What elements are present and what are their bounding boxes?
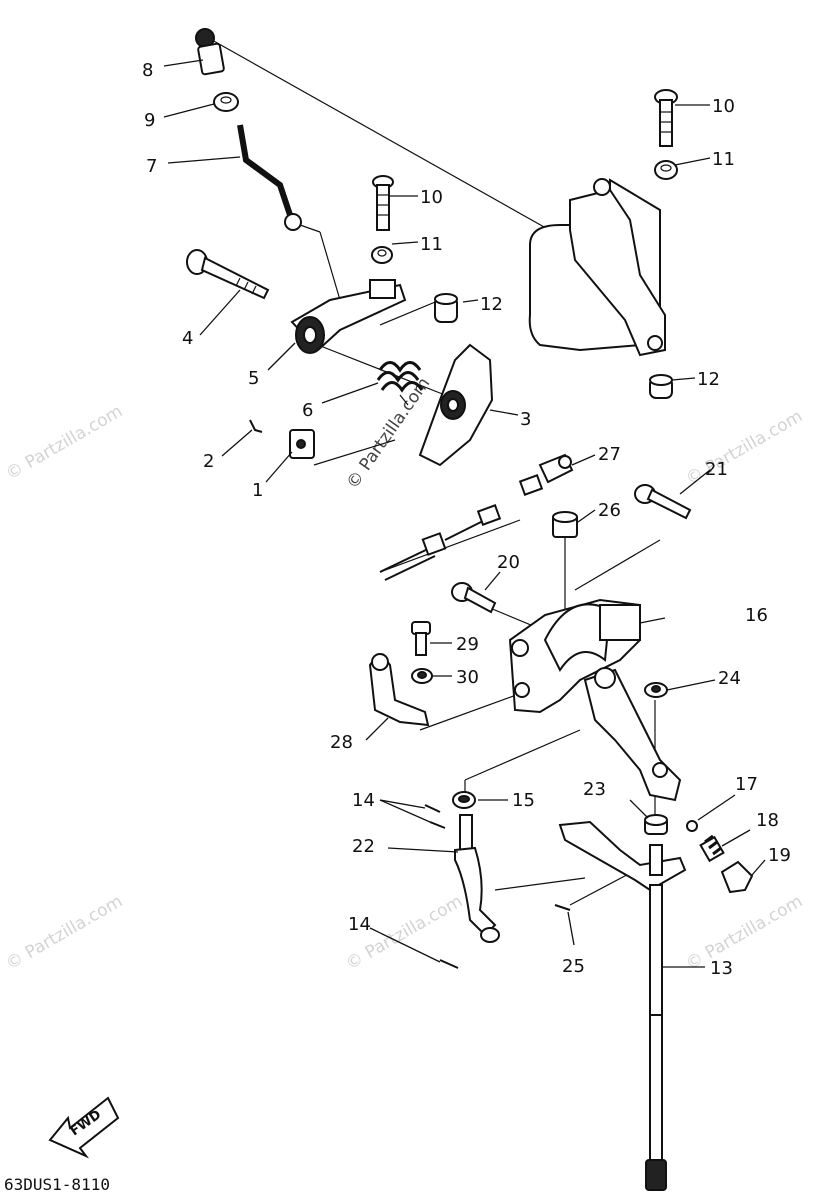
part-30-washer xyxy=(411,668,433,684)
label-12-right: 12 xyxy=(697,369,720,390)
part-28-clip xyxy=(368,653,430,727)
part-9-nut xyxy=(213,92,239,112)
fwd-arrow-icon: FWD xyxy=(48,1096,120,1159)
assembly-lines xyxy=(211,39,661,906)
label-2: 2 xyxy=(203,451,214,472)
part-17-ball xyxy=(686,820,698,832)
label-25: 25 xyxy=(562,956,585,977)
label-7: 7 xyxy=(146,156,157,177)
part-7-rod xyxy=(237,124,303,231)
label-13: 13 xyxy=(710,958,733,979)
label-29: 29 xyxy=(456,634,479,655)
label-15: 15 xyxy=(512,790,535,811)
bracket-assembly xyxy=(528,178,666,357)
part-11-nut-right xyxy=(654,160,678,180)
part-26-collar xyxy=(552,511,578,538)
part-13-shift-rod xyxy=(558,820,687,1191)
part-10-bolt-right xyxy=(654,89,678,147)
part-23-bushing xyxy=(644,814,668,835)
watermark-text: © Partzilla.com xyxy=(343,374,435,493)
part-12-bushing-left xyxy=(434,293,458,323)
part-24-washer xyxy=(644,682,668,698)
label-5: 5 xyxy=(248,368,259,389)
label-leaders xyxy=(163,59,766,968)
part-2-pin xyxy=(249,419,263,433)
label-11-right: 11 xyxy=(712,149,735,170)
label-10-left: 10 xyxy=(420,187,443,208)
part-1-block xyxy=(289,429,315,459)
label-23: 23 xyxy=(583,779,606,800)
label-14-top: 14 xyxy=(352,790,375,811)
watermark-text: © Partzilla.com xyxy=(3,891,127,974)
part-14-pins xyxy=(424,804,459,969)
label-27: 27 xyxy=(598,444,621,465)
part-19-plug xyxy=(720,860,754,894)
part-12-bushing-right xyxy=(649,374,673,399)
part-29-bolt xyxy=(411,621,431,656)
part-6-spring xyxy=(376,361,424,406)
watermark-text: © Partzilla.com xyxy=(683,891,807,974)
label-16: 16 xyxy=(745,605,768,626)
part-20-bolt xyxy=(451,582,497,614)
part-11-nut-left xyxy=(371,246,393,264)
label-14-bottom: 14 xyxy=(348,914,371,935)
part-27-joint xyxy=(518,453,574,496)
label-9: 9 xyxy=(144,110,155,131)
watermarks: © Partzilla.com © Partzilla.com © Partzi… xyxy=(3,374,807,974)
label-1: 1 xyxy=(252,480,263,501)
label-28: 28 xyxy=(330,732,353,753)
part-10-bolt-left xyxy=(372,175,394,231)
part-25-pin xyxy=(554,904,571,911)
part-16-shift-bracket xyxy=(508,598,682,802)
label-6: 6 xyxy=(302,400,313,421)
label-3: 3 xyxy=(520,409,531,430)
label-4: 4 xyxy=(182,328,193,349)
label-20: 20 xyxy=(497,552,520,573)
label-11-left: 11 xyxy=(420,234,443,255)
label-10-right: 10 xyxy=(712,96,735,117)
label-30: 30 xyxy=(456,667,479,688)
label-22: 22 xyxy=(352,836,375,857)
label-8: 8 xyxy=(142,60,153,81)
part-18-spring xyxy=(699,834,725,863)
label-18: 18 xyxy=(756,810,779,831)
label-26: 26 xyxy=(598,500,621,521)
part-22-link xyxy=(454,814,500,943)
label-17: 17 xyxy=(735,774,758,795)
part-5-lever xyxy=(290,279,407,354)
diagram-code: 63DUS1-8110 xyxy=(4,1175,110,1194)
part-15-washer xyxy=(452,791,476,809)
watermark-text: © Partzilla.com xyxy=(3,401,127,484)
part-3-cam xyxy=(418,343,494,467)
shift-cable xyxy=(379,504,502,581)
label-21: 21 xyxy=(705,459,728,480)
part-labels: 8 9 7 10 11 12 4 5 6 3 2 1 10 11 12 27 2… xyxy=(142,60,791,979)
label-24: 24 xyxy=(718,668,741,689)
label-19: 19 xyxy=(768,845,791,866)
part-21-bolt xyxy=(634,484,692,520)
part-4-bolt xyxy=(186,249,270,300)
label-12-left: 12 xyxy=(480,294,503,315)
part-8-clip xyxy=(195,28,225,76)
